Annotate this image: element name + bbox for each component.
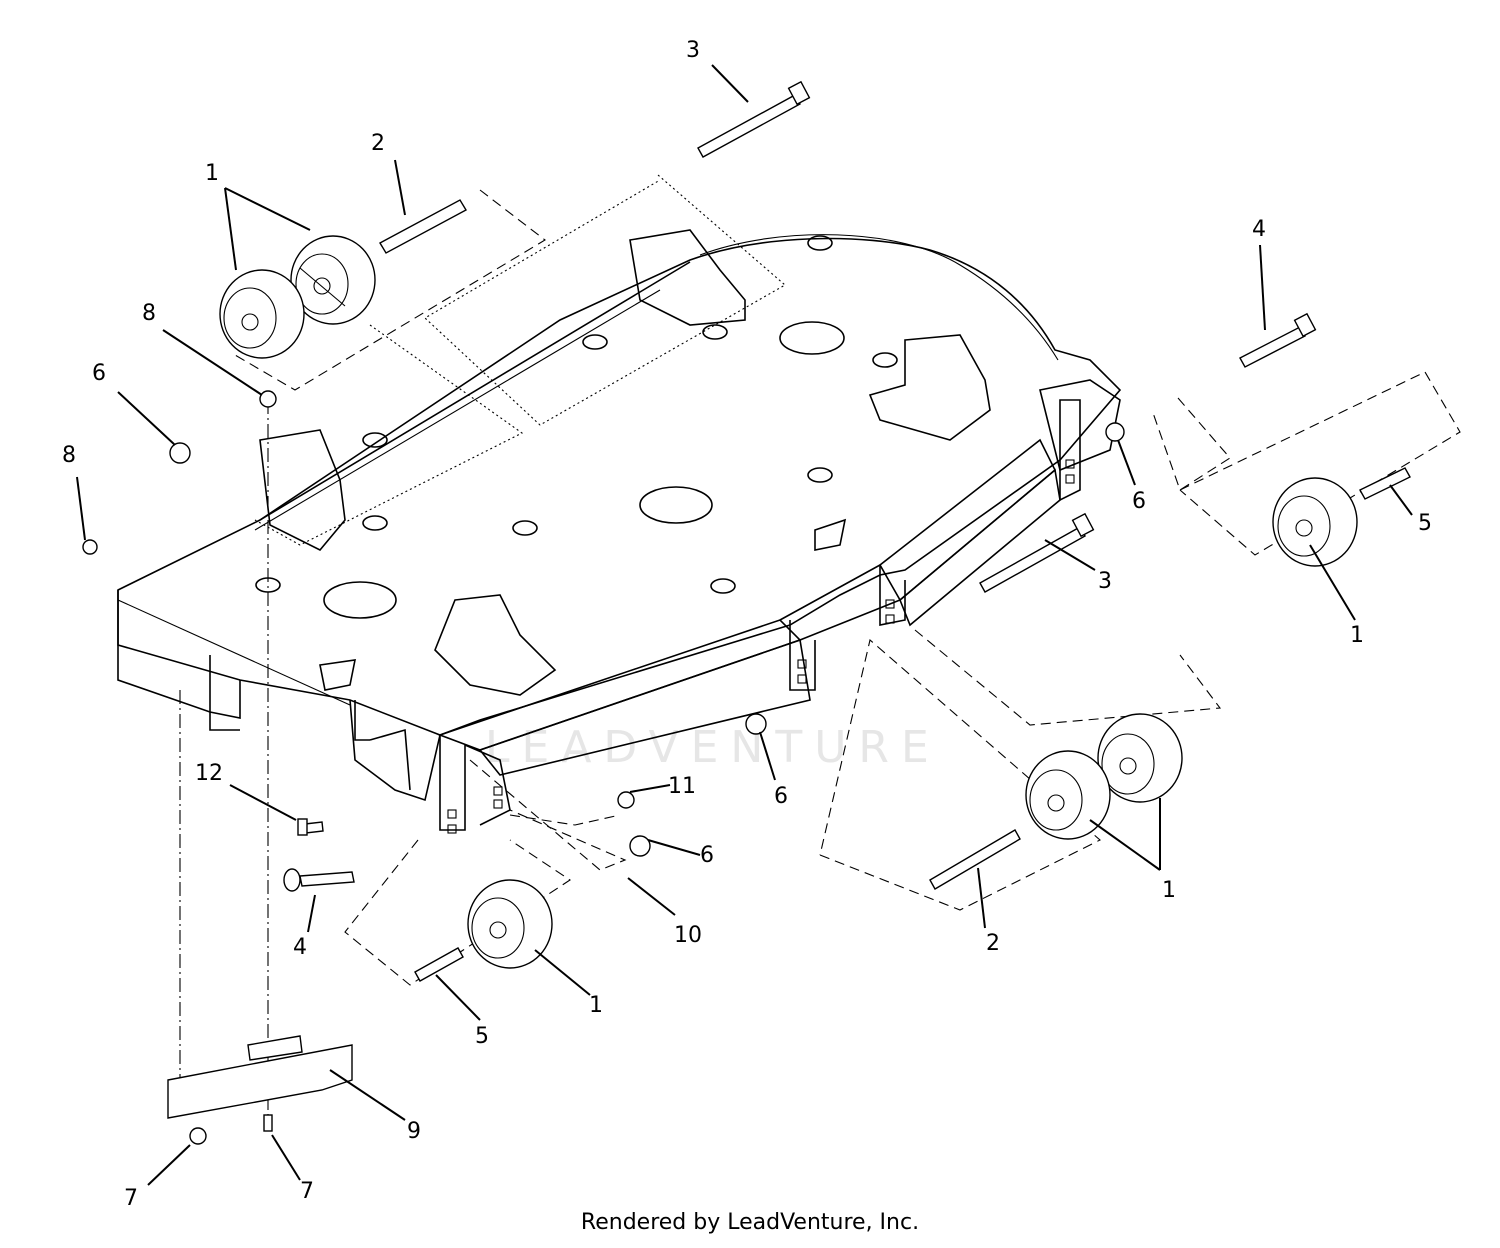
fastener-nuts <box>82 390 1125 857</box>
deck-shell <box>117 234 1122 802</box>
callout-5-lower: 5 <box>475 1024 489 1049</box>
callout-6-a: 6 <box>92 361 106 386</box>
anti-scalp-wheel-top-front <box>219 269 305 359</box>
callout-12: 12 <box>195 761 223 786</box>
anti-scalp-wheel-right <box>1272 477 1358 567</box>
callout-labels: 1 2 3 4 8 6 8 6 5 3 1 12 11 6 6 4 10 1 2… <box>62 38 1432 1211</box>
anti-scalp-wheel-top-rear <box>290 235 376 325</box>
deck-brackets <box>255 229 991 696</box>
callout-6-d: 6 <box>700 843 714 868</box>
callout-11: 11 <box>668 774 696 799</box>
callout-1-right: 1 <box>1350 623 1364 648</box>
callout-1-lower: 1 <box>1162 878 1176 903</box>
assembly-guide-lines <box>179 174 1461 1125</box>
callout-leader-lines <box>76 64 1413 1186</box>
callout-2-lower: 2 <box>986 931 1000 956</box>
callout-1-bottom: 1 <box>589 993 603 1018</box>
callout-2-top: 2 <box>371 131 385 156</box>
wheel-shafts-and-bolts <box>283 80 1411 982</box>
anti-scalp-wheel-lower-right-front <box>1025 750 1111 840</box>
callout-3-mid: 3 <box>1098 569 1112 594</box>
spindle-openings <box>323 321 845 619</box>
callout-8-a: 8 <box>142 301 156 326</box>
callout-8-b: 8 <box>62 443 76 468</box>
callout-9: 9 <box>407 1119 421 1144</box>
leadventure-watermark: LEADVENTURE <box>485 722 941 773</box>
callout-6-b: 6 <box>1132 489 1146 514</box>
callout-6-c: 6 <box>774 784 788 809</box>
callout-7-a: 7 <box>124 1186 138 1211</box>
front-channel-arm <box>437 379 1121 834</box>
callout-1-top: 1 <box>205 161 219 186</box>
callout-5-right: 5 <box>1418 511 1432 536</box>
callout-7-b: 7 <box>300 1179 314 1204</box>
anti-scalp-wheel-lower-right-rear <box>1097 713 1183 803</box>
anti-scalp-wheel-bottom <box>467 879 553 969</box>
deflector-plate <box>167 1035 353 1145</box>
callout-4-right: 4 <box>1252 217 1266 242</box>
callout-3-top: 3 <box>686 38 700 63</box>
render-credit: Rendered by LeadVenture, Inc. <box>580 1210 920 1235</box>
callout-10: 10 <box>674 923 702 948</box>
callout-4-left: 4 <box>293 935 307 960</box>
